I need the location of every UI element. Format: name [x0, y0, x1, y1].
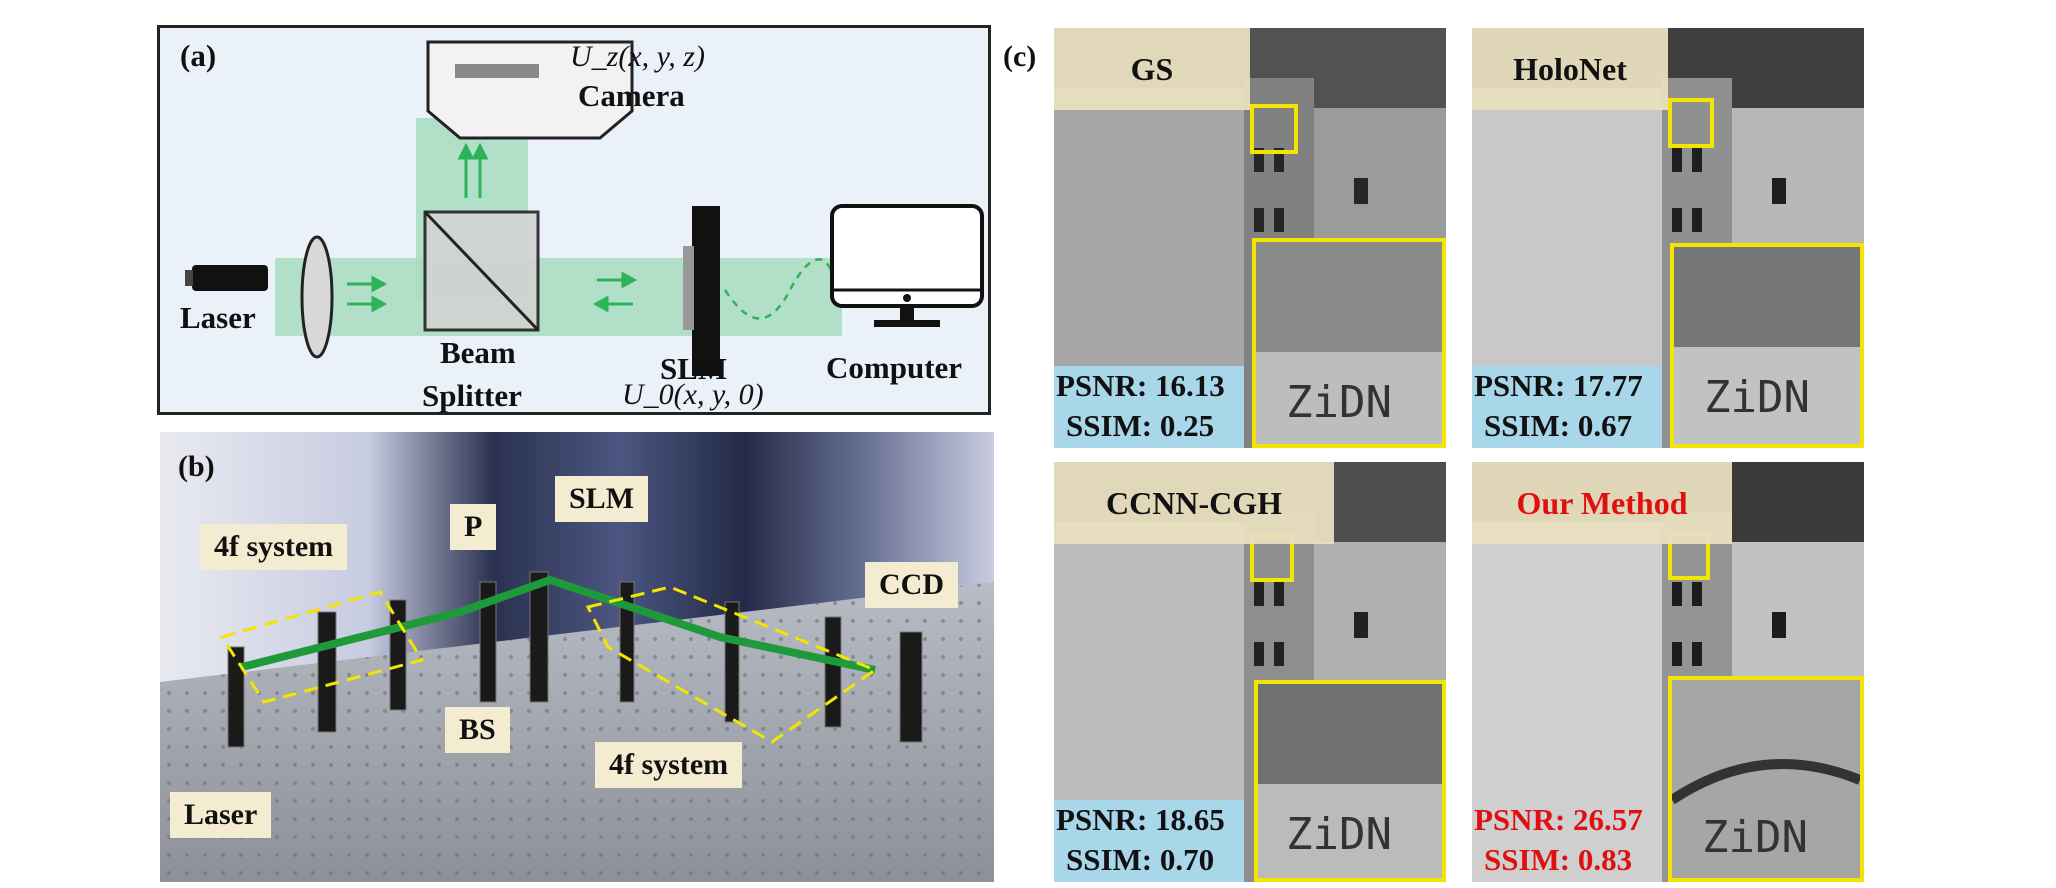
label-slm: SLM: [555, 476, 649, 522]
zoom-inset: ZiDN: [1254, 680, 1446, 882]
method-title: HoloNet: [1472, 28, 1668, 110]
metrics-background: [1472, 366, 1662, 448]
psnr-value: PSNR: 18.65: [1056, 802, 1225, 837]
zoom-inset: ZiDN: [1252, 238, 1446, 448]
zoom-inset: ZiDN: [1668, 676, 1864, 882]
zoom-region-marker: [1668, 98, 1714, 148]
panel-a-setup-schematic: (a) U_z(x, y, z) Camera Laser Beam Split…: [157, 25, 991, 415]
lab-photo-illustration: [160, 432, 994, 882]
panel-a-label: (a): [180, 38, 217, 73]
beam-splitter-label-line2: Splitter: [422, 378, 522, 413]
panel-c-label: (c): [1003, 40, 1037, 73]
label-4f-system-left: 4f system: [200, 524, 348, 570]
slm-label: SLM: [660, 351, 728, 386]
zoom-inset-image: ZiDN: [1674, 247, 1860, 444]
label-polarizer: P: [450, 504, 497, 550]
label-4f-system-right: 4f system: [595, 742, 743, 788]
arrows-horizontal: [347, 271, 638, 313]
metrics-background: [1054, 366, 1244, 448]
ssim-value: SSIM: 0.67: [1484, 408, 1633, 443]
laser-beam: [241, 575, 876, 674]
metrics-background: [1054, 800, 1244, 882]
method-title: GS: [1054, 28, 1250, 110]
ssim-value: SSIM: 0.83: [1484, 842, 1633, 877]
beam-splitter-label-line1: Beam: [440, 335, 516, 370]
slm-field-equation: U_0(x, y, 0): [622, 378, 764, 411]
zoom-region-marker: [1250, 104, 1298, 154]
result-tile-our-method: ZiDN Our Method PSNR: 26.57 SSIM: 0.83: [1472, 462, 1864, 882]
method-title: Our Method: [1472, 462, 1732, 544]
result-tile-ccnn-cgh: ZiDN CCNN-CGH PSNR: 18.65 SSIM: 0.70: [1054, 462, 1446, 882]
svg-text:ZiDN: ZiDN: [1286, 809, 1392, 860]
psnr-value: PSNR: 16.13: [1056, 368, 1225, 403]
camera-field-equation: U_z(x, y, z): [570, 40, 705, 73]
slm-device: [692, 206, 720, 376]
ssim-value: SSIM: 0.25: [1066, 408, 1215, 443]
svg-text:ZiDN: ZiDN: [1702, 812, 1808, 863]
beam-horizontal: [275, 258, 842, 336]
result-tile-holonet: ZiDN HoloNet PSNR: 17.77 SSIM: 0.67: [1472, 28, 1864, 448]
label-beam-splitter: BS: [445, 707, 510, 753]
lens: [300, 235, 334, 359]
schematic-drawing: [185, 40, 984, 376]
laser-body: [192, 265, 268, 291]
zoom-inset-image: ZiDN: [1258, 684, 1442, 878]
panel-b-label: (b): [178, 450, 215, 483]
camera-label: Camera: [578, 78, 685, 113]
zoom-inset-image: ZiDN: [1256, 242, 1442, 444]
zoom-inset: ZiDN: [1670, 243, 1864, 448]
method-title: CCNN-CGH: [1054, 462, 1334, 544]
arrows-vertical: [457, 142, 489, 198]
fourf-box-left: [219, 590, 425, 704]
psnr-value: PSNR: 26.57: [1474, 802, 1643, 837]
cable: [723, 258, 834, 320]
zoom-inset-image: ZiDN: [1672, 680, 1860, 878]
psnr-value: PSNR: 17.77: [1474, 368, 1643, 403]
label-laser: Laser: [170, 792, 272, 838]
label-ccd: CCD: [865, 562, 958, 608]
computer-label: Computer: [826, 350, 963, 385]
laser-label: Laser: [180, 300, 256, 335]
svg-text:ZiDN: ZiDN: [1286, 377, 1392, 428]
camera-sensor: [455, 64, 539, 78]
svg-text:ZiDN: ZiDN: [1704, 372, 1810, 423]
fourf-box-right: [585, 585, 879, 744]
panel-b-lab-photo: (b) 4f system P SLM CCD BS 4f system Las…: [160, 432, 994, 882]
ssim-value: SSIM: 0.70: [1066, 842, 1215, 877]
result-tile-gs: ZiDN GS PSNR: 16.13 SSIM: 0.25: [1054, 28, 1446, 448]
